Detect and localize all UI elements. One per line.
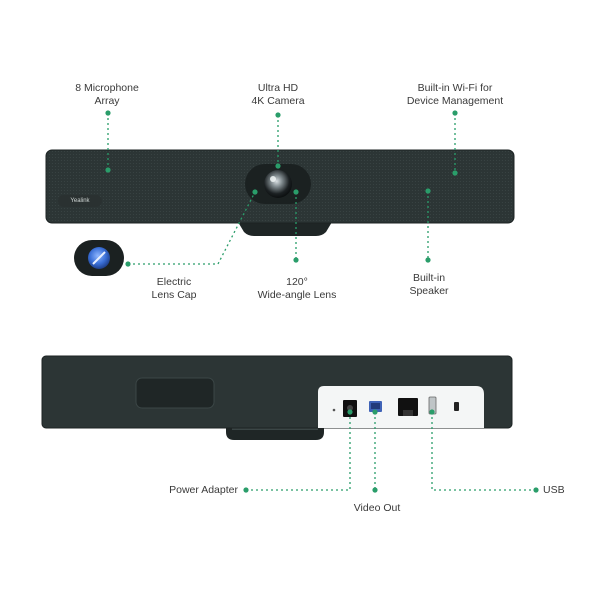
back-view — [41, 355, 513, 440]
label-wide-lens: 120° Wide-angle Lens — [257, 276, 337, 301]
lens-cap-illustration — [74, 240, 124, 276]
label-video-out: Video Out — [353, 502, 401, 514]
callout-dots — [105, 110, 539, 493]
callout-lines — [107, 113, 536, 491]
front-view — [45, 149, 515, 236]
lock-slot — [454, 402, 459, 411]
label-mic-array: 8 Microphone Array — [75, 82, 139, 107]
label-camera: Ultra HD 4K Camera — [251, 82, 305, 107]
back-slot — [135, 377, 215, 409]
brand-logo: Yealink — [58, 195, 102, 207]
label-wifi: Built-in Wi-Fi for Device Management — [406, 82, 504, 107]
front-stand — [238, 222, 332, 236]
label-usb: USB — [543, 484, 565, 496]
camera-lens — [264, 170, 292, 198]
label-power-adapter: Power Adapter — [169, 484, 238, 496]
label-speaker: Built-in Speaker — [409, 272, 449, 297]
label-lens-cap: Electric Lens Cap — [151, 276, 197, 301]
